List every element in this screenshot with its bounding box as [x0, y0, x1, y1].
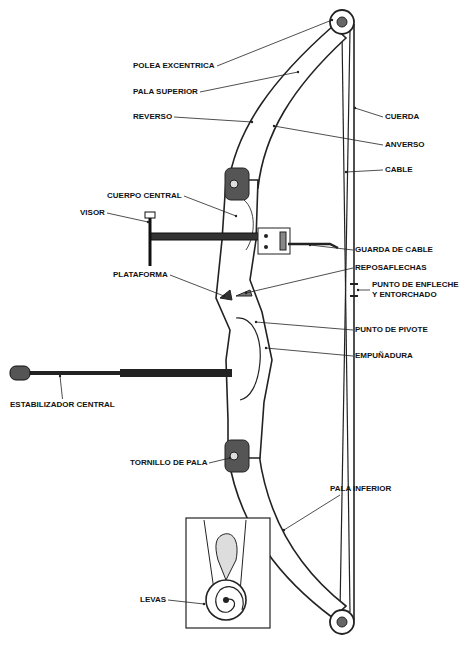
leader-tip [245, 292, 247, 294]
leader-line [310, 245, 353, 250]
part-label: PUNTO DE ENFLECHE Y ENTORCHADO [372, 280, 464, 300]
leader-line [346, 170, 383, 172]
part-label: PALA INFERIOR [330, 484, 391, 494]
part-label: PALA SUPERIOR [133, 87, 198, 97]
leader-line [355, 108, 383, 117]
limb-bolt [230, 452, 238, 460]
cam [206, 580, 246, 620]
inset-string [204, 520, 214, 590]
limb-pocket [225, 168, 249, 200]
part-label: TORNILLO DE PALA [130, 458, 207, 468]
pulley-axle [337, 17, 347, 27]
leader-line [284, 495, 340, 530]
leader-line [358, 290, 370, 291]
leader-line [107, 213, 148, 222]
bracket-screw [264, 234, 268, 238]
sight-knob [145, 212, 155, 218]
part-label: ANVERSO [385, 140, 425, 150]
leader-line [274, 126, 383, 145]
leader-tip [203, 603, 205, 605]
nocking-mark [350, 295, 358, 297]
leader-tip [147, 221, 149, 223]
grip-outline [236, 318, 260, 400]
leader-tip [331, 19, 333, 21]
inset-limb [216, 534, 237, 580]
part-label: CUERDA [385, 112, 419, 122]
leader-tip [235, 215, 237, 217]
bow-string [353, 24, 355, 620]
leader-line [174, 117, 252, 122]
leader-tip [223, 295, 225, 297]
leader-line [209, 458, 230, 463]
leader-line [170, 275, 224, 296]
leader-line [168, 600, 204, 604]
sight-bar [150, 233, 260, 240]
leader-line [217, 20, 332, 66]
inset-string [240, 520, 246, 592]
leader-tip [345, 171, 347, 173]
leader-tip [251, 121, 253, 123]
leader-tip [59, 375, 61, 377]
leader-tip [354, 107, 356, 109]
arrow-rest [236, 290, 252, 296]
leader-lines [59, 19, 383, 605]
upper-limb [228, 26, 346, 188]
pulley [330, 10, 354, 34]
pulley [330, 610, 354, 634]
leader-tip [309, 244, 311, 246]
leader-line [256, 322, 353, 330]
bow-cable [340, 30, 350, 612]
leader-tip [255, 321, 257, 323]
nocking-mark [350, 283, 358, 285]
inset-frame [186, 518, 270, 628]
sight-pin [149, 216, 152, 266]
leader-tip [273, 125, 275, 127]
part-label: PUNTO DE PIVOTE [355, 325, 428, 335]
leader-tip [357, 289, 359, 291]
leader-line [60, 376, 63, 399]
leader-tip [265, 347, 267, 349]
part-label: LEVAS [140, 595, 166, 605]
limb-bolt [230, 180, 238, 188]
leader-tip [229, 457, 231, 459]
part-label: POLEA EXCENTRICA [133, 61, 215, 71]
riser [216, 180, 272, 458]
limb-pocket [225, 440, 249, 472]
stabilizer-body [120, 369, 232, 377]
leader-line [184, 196, 236, 216]
leader-tip [283, 529, 285, 531]
riser-window [244, 200, 253, 250]
part-label: REPOSAFLECHAS [355, 263, 427, 273]
leader-line [200, 72, 298, 92]
leader-tip [297, 71, 299, 73]
leader-line [266, 348, 353, 356]
part-label: GUARDA DE CABLE [355, 245, 433, 255]
part-label: EMPUÑADURA [355, 351, 413, 361]
part-label: VISOR [80, 208, 105, 218]
leader-line [246, 268, 353, 293]
cam-axle [223, 597, 229, 603]
part-label: CABLE [385, 165, 413, 175]
stabilizer-weight [10, 366, 30, 380]
cam-spiral [216, 587, 243, 613]
part-label: PLATAFORMA [113, 270, 168, 280]
bracket-clamp [280, 232, 286, 250]
stabilizer-rod [30, 371, 120, 375]
part-label: REVERSO [133, 112, 172, 122]
pulley-axle [337, 617, 347, 627]
sight-bracket [258, 228, 290, 254]
bracket-screw [264, 245, 268, 249]
part-label: ESTABILIZADOR CENTRAL [10, 400, 115, 410]
part-label: CUERPO CENTRAL [107, 191, 182, 201]
